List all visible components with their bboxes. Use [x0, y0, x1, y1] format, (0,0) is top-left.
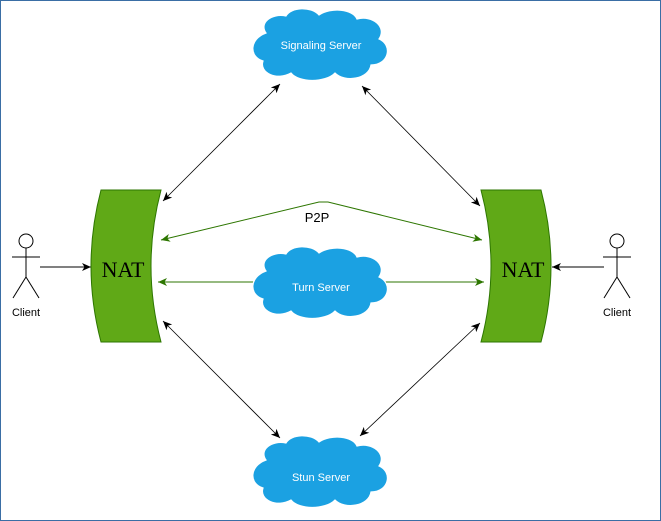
client-left-label: Client: [12, 307, 40, 319]
stun-server-label: Stun Server: [292, 472, 350, 484]
nat-right-label: NAT: [502, 257, 545, 282]
stun-server-cloud: Stun Server: [252, 435, 388, 509]
turn-server-cloud: Turn Server: [252, 246, 388, 320]
client-right-actor-icon: [603, 233, 631, 299]
turn-server-label: Turn Server: [292, 282, 350, 294]
nat-left-label: NAT: [102, 257, 145, 282]
nat-left: NAT: [90, 189, 162, 343]
edge-stun-nat-right: [359, 322, 481, 437]
edge-nat-left-signaling: [162, 83, 281, 202]
p2p-label: P2P: [305, 210, 330, 225]
client-right-label: Client: [603, 307, 631, 319]
edge-signaling-nat-right: [361, 85, 481, 207]
signaling-server-label: Signaling Server: [281, 40, 362, 52]
edge-nat-left-stun: [162, 320, 281, 439]
nat-right: NAT: [480, 189, 552, 343]
edge-p2p: [160, 201, 483, 242]
client-left-actor-icon: [12, 233, 40, 299]
signaling-server-cloud: Signaling Server: [252, 8, 388, 82]
